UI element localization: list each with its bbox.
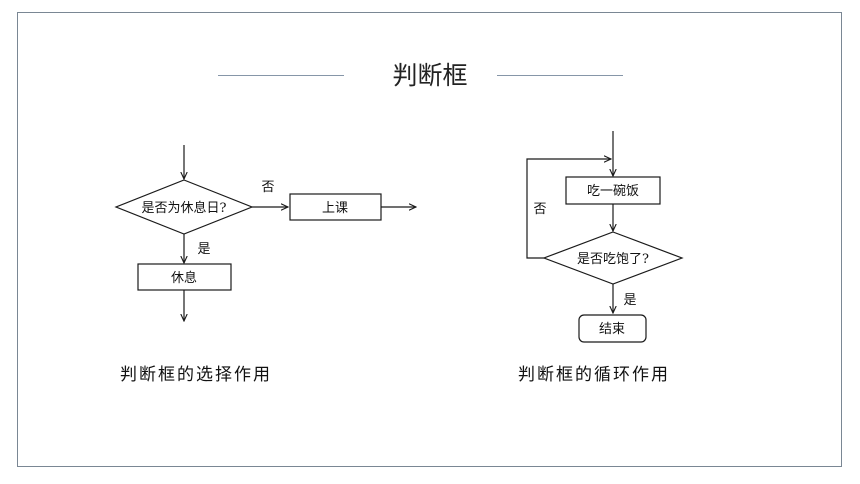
- slide-title: 判断框: [392, 61, 468, 90]
- caption-selection: 判断框的选择作用: [120, 365, 272, 385]
- title-rule-left: [218, 75, 344, 76]
- loop-flowchart: [526, 131, 684, 343]
- loop-back-arrow: [526, 159, 611, 259]
- title-rule-right: [497, 75, 623, 76]
- title-area: 判断框: [0, 58, 860, 94]
- yes-label: 是: [197, 242, 210, 257]
- rest-box-label: 休息: [171, 270, 197, 286]
- eat-box-label: 吃一碗饭: [587, 183, 639, 199]
- process-box-eat: [565, 176, 661, 205]
- no-label: 否: [261, 180, 274, 195]
- loop-yes-label: 是: [623, 293, 636, 308]
- selection-flowchart: [114, 145, 416, 321]
- terminal-end: [578, 314, 647, 343]
- process-box-class: [289, 193, 382, 221]
- end-label: 结束: [599, 322, 625, 337]
- decision-text-rest-day: 是否为休息日?: [142, 200, 227, 216]
- decision-text-full: 是否吃饱了?: [577, 251, 649, 267]
- class-box-label: 上课: [322, 201, 348, 216]
- caption-loop: 判断框的循环作用: [518, 365, 670, 385]
- slide-frame: [17, 12, 842, 467]
- loop-no-label: 否: [533, 202, 546, 217]
